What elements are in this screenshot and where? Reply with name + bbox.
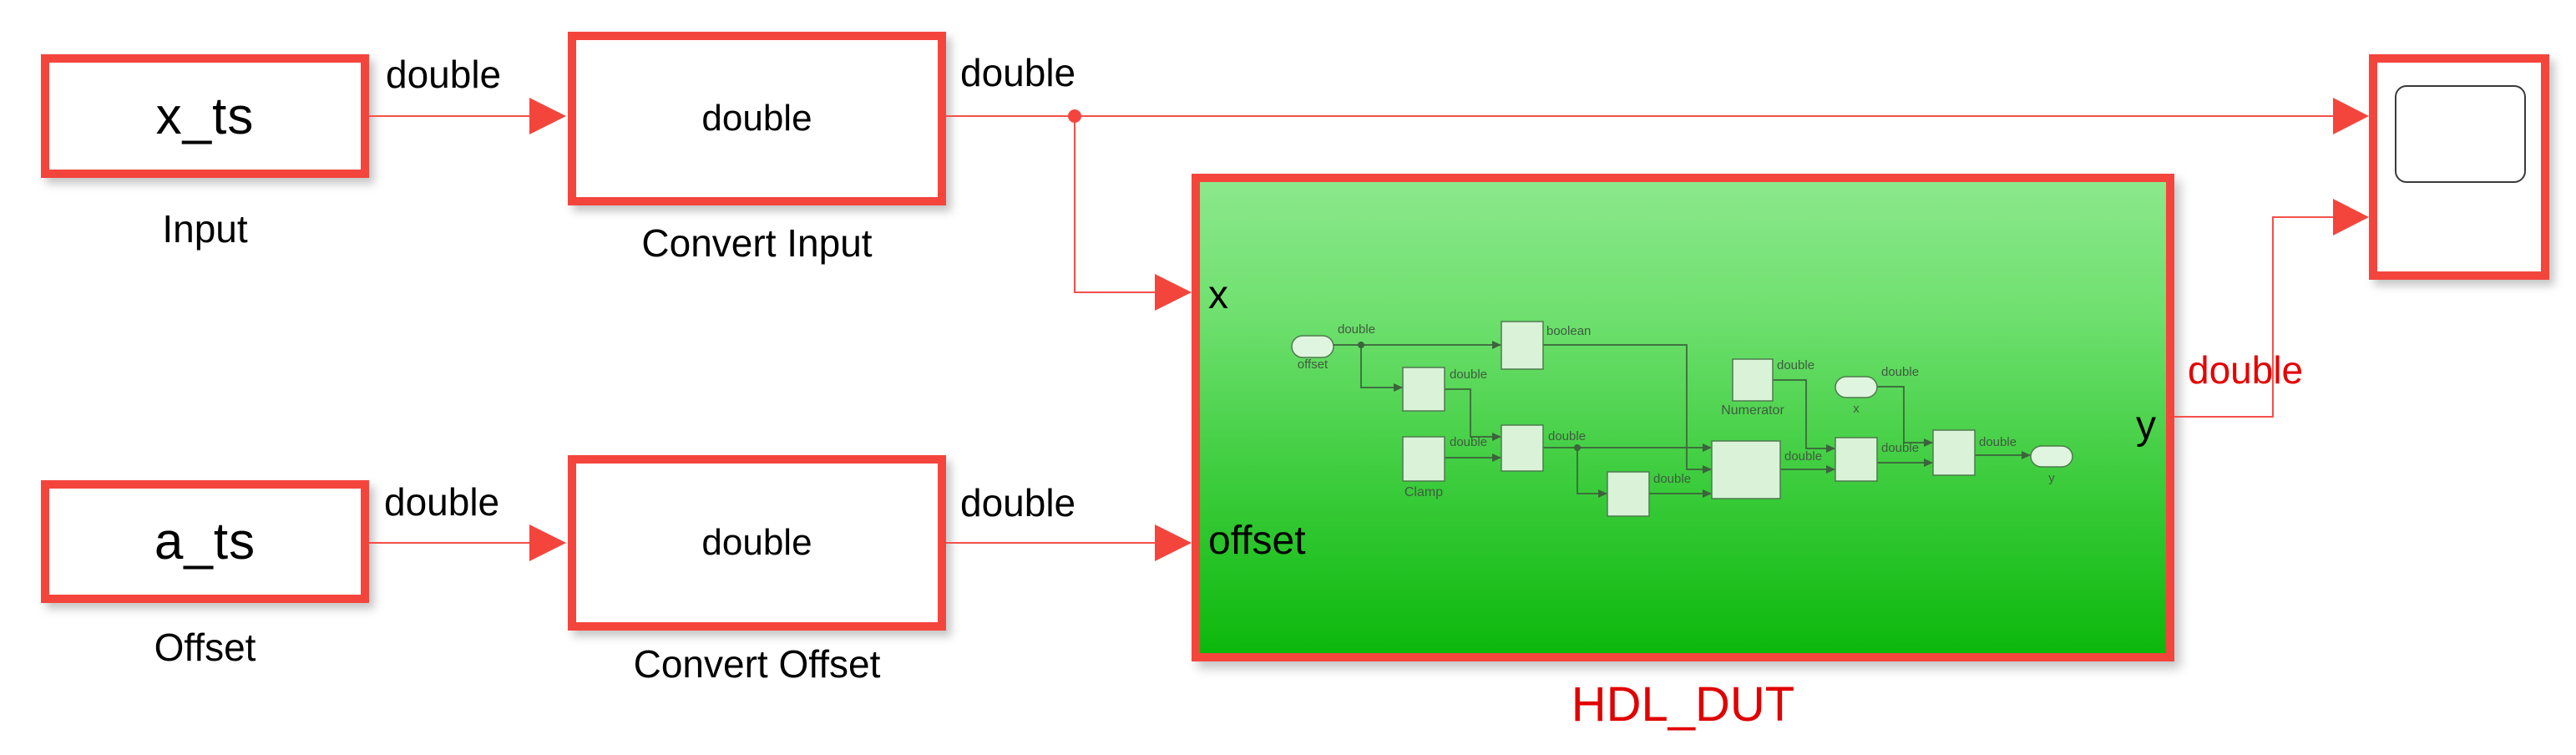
preview-wire-numerator-to-divide <box>1773 379 1835 453</box>
offset-source-block[interactable]: a_ts <box>41 480 369 603</box>
dut-port-label-x: x <box>1208 273 1228 317</box>
offset-source-block-text: a_ts <box>154 513 256 570</box>
preview-inport-x-label: x <box>1853 402 1860 416</box>
convert-input-block-caption: Convert Input <box>641 221 873 265</box>
preview-clamp-block <box>1402 436 1445 482</box>
input-source-block[interactable]: x_ts <box>41 54 369 178</box>
preview-outport-y <box>2030 445 2073 468</box>
preview-signal-product: double <box>1784 449 1823 464</box>
preview-inport-x <box>1835 376 1878 398</box>
hdl-dut-subsystem-block[interactable] <box>1192 174 2174 661</box>
preview-wire-compare-to-product <box>1543 344 1712 474</box>
convert-input-block-text: double <box>701 98 812 139</box>
preview-wire-x-to-sum2 <box>1877 386 1933 447</box>
wire-dut-y-to-scope[interactable] <box>2174 216 2335 418</box>
convert-input-block[interactable]: double <box>568 32 946 205</box>
preview-numerator-label: Numerator <box>1721 403 1784 418</box>
arrowhead-dut-offset-in <box>1155 524 1192 561</box>
arrowhead-dut-x-in <box>1155 274 1192 311</box>
preview-signal-clamp: double <box>1450 435 1488 449</box>
convert-offset-block-text: double <box>701 522 812 563</box>
preview-wire-sum1-to-gain1 <box>1576 448 1607 498</box>
dut-port-label-y: y <box>2136 403 2156 448</box>
convert-offset-block[interactable]: double <box>568 455 946 631</box>
preview-numerator-block <box>1732 358 1774 402</box>
signal-label-convert-input-out: double <box>960 51 1076 94</box>
hdl-dut-caption: HDL_DUT <box>1571 677 1795 732</box>
preview-signal-offset: double <box>1338 322 1376 337</box>
signal-label-offset-out: double <box>384 480 500 524</box>
preview-compare-block <box>1501 321 1544 370</box>
input-block-caption: Input <box>162 207 248 251</box>
preview-signal-numerator: double <box>1777 358 1815 372</box>
preview-signal-gain1: double <box>1653 472 1692 486</box>
preview-outport-y-label: y <box>2048 471 2055 485</box>
arrowhead-convert-offset-in <box>529 524 566 561</box>
arrowhead-scope-in1 <box>2333 98 2369 134</box>
preview-wire-sub1-to-sum1 <box>1445 388 1501 441</box>
convert-offset-block-caption: Convert Offset <box>633 642 881 686</box>
wire-branch-to-dut-x[interactable] <box>1074 116 1156 293</box>
signal-label-convert-offset-out: double <box>960 481 1076 524</box>
preview-signal-sum1: double <box>1548 429 1587 443</box>
preview-gain1-block <box>1607 471 1650 517</box>
preview-sum2-block <box>1932 429 1976 476</box>
signal-label-input-out: double <box>386 53 502 96</box>
preview-sub1-block <box>1402 367 1445 412</box>
preview-divide-block <box>1835 437 1878 482</box>
preview-signal-sum2: double <box>1979 435 2017 449</box>
preview-signal-divide: double <box>1881 441 1920 455</box>
preview-inport-offset-label: offset <box>1297 357 1328 372</box>
branch-dot <box>1068 109 1081 123</box>
dut-port-label-offset: offset <box>1208 519 1306 563</box>
input-source-block-text: x_ts <box>155 87 255 145</box>
preview-sum1-block <box>1501 424 1544 472</box>
preview-branch-dot-sum1 <box>1574 444 1581 451</box>
preview-clamp-label: Clamp <box>1404 485 1444 499</box>
signal-label-dut-y-out: double <box>2188 348 2304 392</box>
preview-signal-x: double <box>1881 365 1920 379</box>
preview-branch-dot-offset <box>1358 342 1364 348</box>
offset-block-caption: Offset <box>154 626 256 669</box>
preview-product-block <box>1711 440 1781 499</box>
preview-signal-boolean: boolean <box>1546 324 1592 338</box>
preview-inport-offset <box>1291 335 1334 358</box>
arrowhead-convert-input-in <box>529 98 566 134</box>
preview-signal-sub1: double <box>1450 367 1488 382</box>
arrowhead-scope-in2 <box>2333 199 2369 236</box>
preview-wire-offset-to-sub1 <box>1360 345 1403 392</box>
scope-screen-icon <box>2395 85 2526 183</box>
